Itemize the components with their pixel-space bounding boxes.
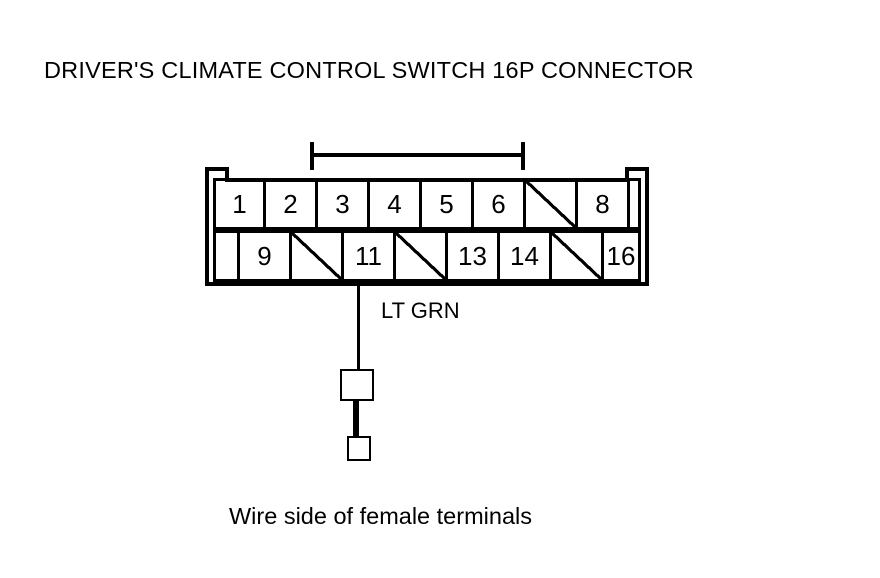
shell-edge-left-notch xyxy=(205,167,229,171)
cavity-8-label: 8 xyxy=(595,189,610,219)
cavity-11[interactable]: 11 xyxy=(341,230,393,282)
cavity-5[interactable]: 5 xyxy=(419,178,471,230)
shell-edge-left-outer xyxy=(205,167,209,286)
cavity-15-empty[interactable] xyxy=(549,230,601,282)
cavity-14[interactable]: 14 xyxy=(497,230,549,282)
wire-color-label: LT GRN xyxy=(381,298,460,323)
cavity-16-label: 16 xyxy=(606,241,636,271)
cavity-12-empty[interactable] xyxy=(393,230,445,282)
diagram-title: DRIVER'S CLIMATE CONTROL SWITCH 16P CONN… xyxy=(44,57,694,83)
shell-edge-bottom xyxy=(205,282,649,286)
cavity-row-bottom: 9 11 13 14 16 xyxy=(213,230,641,282)
cavity-bottom-edge-stub xyxy=(213,230,237,282)
cavity-14-label: 14 xyxy=(510,241,539,271)
diagram-caption: Wire side of female terminals xyxy=(229,503,532,529)
cavity-9[interactable]: 9 xyxy=(237,230,289,282)
cavity-16[interactable]: 16 xyxy=(601,230,641,282)
cavity-7-empty[interactable] xyxy=(523,178,575,230)
cavity-3-label: 3 xyxy=(335,189,350,219)
cavity-8[interactable]: 8 xyxy=(575,178,627,230)
cavity-top-edge-stub xyxy=(627,178,641,230)
cavity-13-label: 13 xyxy=(458,241,487,271)
shell-edge-right-outer xyxy=(645,167,649,286)
cavity-row-top: 1 2 3 4 5 6 8 xyxy=(213,178,641,230)
connector-shell: 1 2 3 4 5 6 8 9 11 13 14 16 xyxy=(205,167,649,286)
cavity-11-label: 11 xyxy=(355,241,382,271)
cavity-1[interactable]: 1 xyxy=(213,178,263,230)
cavity-4[interactable]: 4 xyxy=(367,178,419,230)
cavity-2[interactable]: 2 xyxy=(263,178,315,230)
wire-lead-line xyxy=(357,285,360,370)
cavity-9-label: 9 xyxy=(257,241,272,271)
shell-edge-right-notch xyxy=(625,167,649,171)
connector-16p: 1 2 3 4 5 6 8 9 11 13 14 16 xyxy=(205,142,649,286)
cavity-6-label: 6 xyxy=(491,189,506,219)
shell-edge-right-step xyxy=(625,167,629,182)
shell-edge-left-step xyxy=(225,167,229,182)
cavity-3[interactable]: 3 xyxy=(315,178,367,230)
cavity-13[interactable]: 13 xyxy=(445,230,497,282)
locking-tab-bar xyxy=(310,153,525,157)
cavity-1-label: 1 xyxy=(232,189,247,219)
cavity-6[interactable]: 6 xyxy=(471,178,523,230)
female-terminal-tip xyxy=(347,436,371,461)
cavity-5-label: 5 xyxy=(439,189,454,219)
terminal-connector-link xyxy=(353,400,359,437)
female-terminal-body xyxy=(340,369,374,401)
cavity-10-empty[interactable] xyxy=(289,230,341,282)
cavity-4-label: 4 xyxy=(387,189,402,219)
cavity-2-label: 2 xyxy=(283,189,298,219)
